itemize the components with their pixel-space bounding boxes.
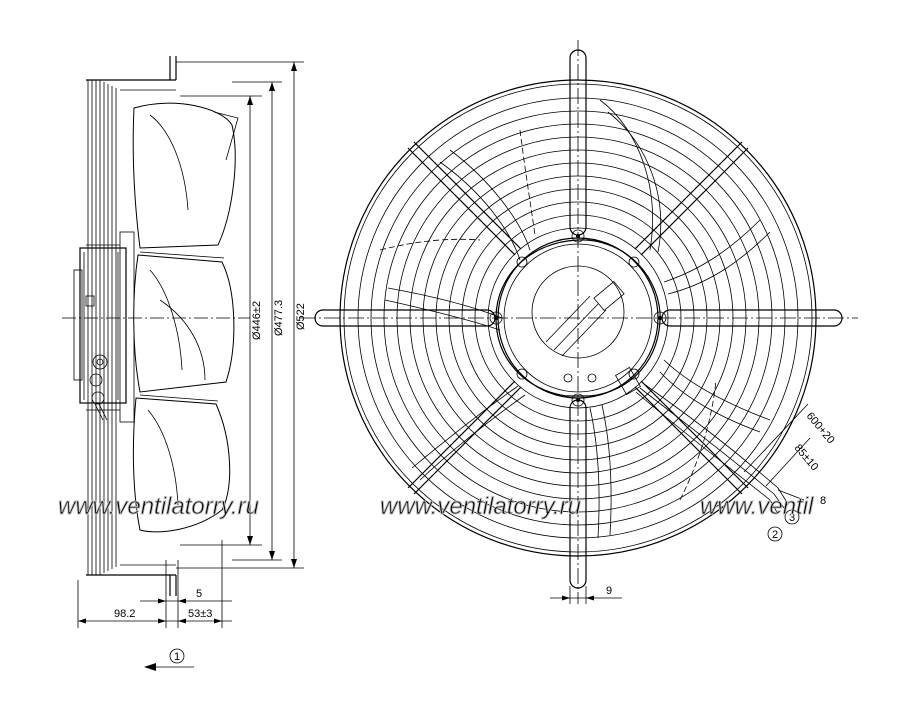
dim-53-label: 53±3 <box>188 608 212 620</box>
dim-9-label: 9 <box>606 585 612 597</box>
cable <box>635 383 811 515</box>
dim-600-label: 600+20 <box>804 410 837 446</box>
watermark-text-3: www.ventil <box>700 493 814 520</box>
watermark: www.ventilatorry.ru www.ventilatorry.ru … <box>58 493 815 521</box>
side-dimensions: Ø446±2 Ø477.3 Ø522 <box>176 61 307 569</box>
bottom-dimensions: 5 98.2 53±3 <box>77 540 232 628</box>
callout-1: 1 <box>174 651 180 663</box>
dim-8-label: 8 <box>820 495 826 507</box>
watermark-text-2: www.ventilatorry.ru <box>380 493 581 520</box>
callout-3: 3 <box>789 512 795 524</box>
dim-85-label: 85±10 <box>792 442 821 473</box>
callout-2: 2 <box>772 529 778 541</box>
callouts-front: 3 2 <box>767 509 800 542</box>
dia-522-label: Ø522 <box>295 303 307 330</box>
guard-side-wires <box>86 56 177 596</box>
airflow-arrow: 1 <box>144 648 194 671</box>
dia-477-label: Ø477.3 <box>273 300 285 336</box>
impeller-blades-side <box>132 102 239 533</box>
dim-98-label: 98.2 <box>114 608 135 620</box>
watermark-text-1: www.ventilatorry.ru <box>58 493 259 520</box>
dim-5-label: 5 <box>196 588 202 600</box>
impeller-blades-front <box>379 99 771 539</box>
side-view: Ø446±2 Ø477.3 Ø522 5 98.2 53±3 1 <box>62 56 307 671</box>
dia-446-label: Ø446±2 <box>251 301 263 340</box>
